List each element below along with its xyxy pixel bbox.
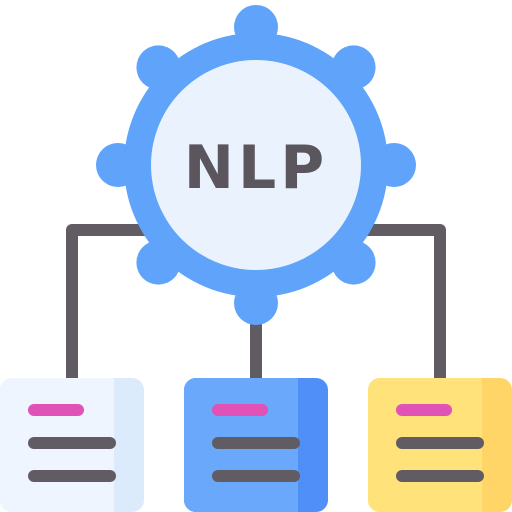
nlp-label: NLP [184, 133, 328, 203]
gear-face [151, 60, 361, 270]
document-middle [184, 378, 328, 512]
document-right [368, 378, 512, 512]
document-left [0, 378, 144, 512]
gear-icon [96, 5, 416, 325]
connector-left [66, 224, 156, 388]
connector-right [356, 224, 446, 388]
